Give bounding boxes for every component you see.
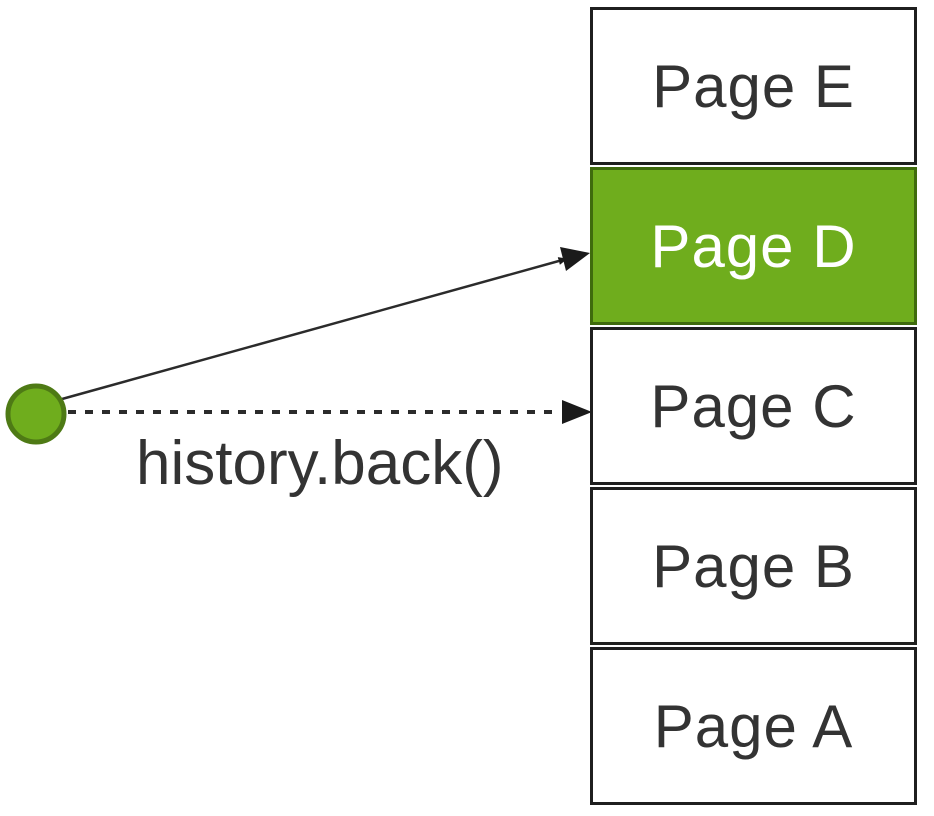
stack-box-page-a: Page A xyxy=(590,647,917,805)
solid-arrowhead xyxy=(560,247,590,271)
history-back-label: history.back() xyxy=(136,429,504,498)
solid-arrow-to-page-d xyxy=(61,257,568,401)
stack-box-page-d-current: Page D xyxy=(590,167,917,325)
stack-box-page-b: Page B xyxy=(590,487,917,645)
stack-box-page-c: Page C xyxy=(590,327,917,485)
stack-box-page-e: Page E xyxy=(590,7,917,165)
history-stack: Page E Page D Page C Page B Page A xyxy=(590,7,917,805)
current-position-dot xyxy=(5,383,67,445)
dashed-arrowhead xyxy=(562,400,592,424)
